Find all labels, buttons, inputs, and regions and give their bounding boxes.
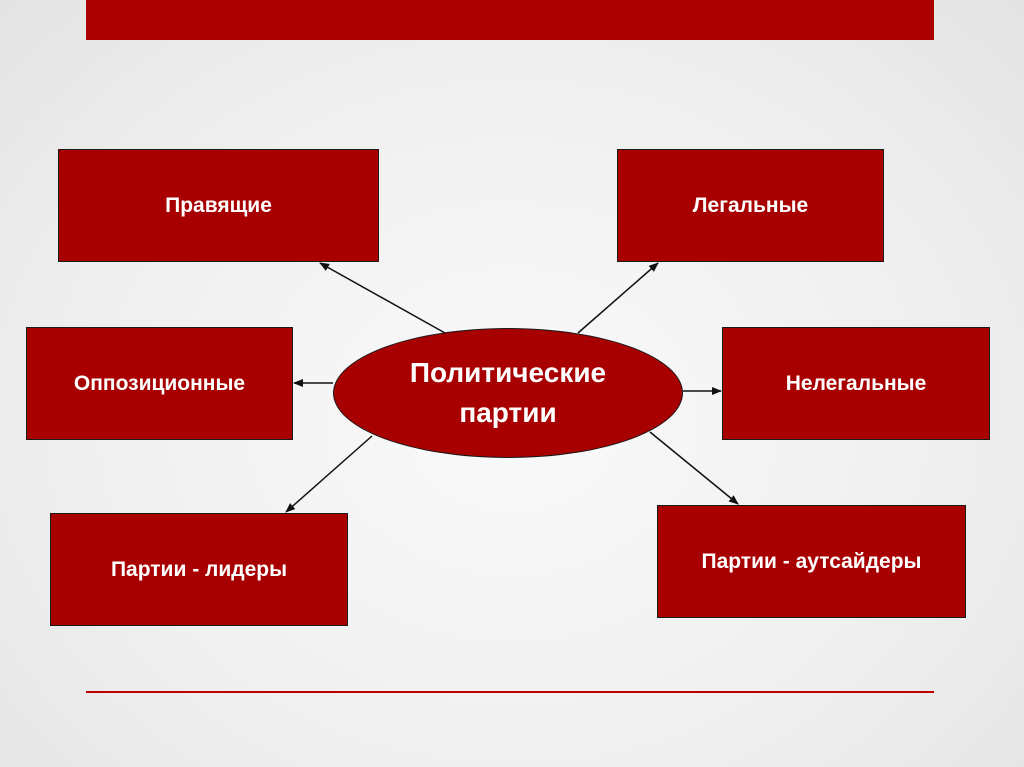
center-title-line1: Политические bbox=[409, 357, 607, 388]
node-legal: Легальные bbox=[617, 149, 884, 262]
node-ruling-label: Правящие bbox=[165, 193, 272, 217]
node-outsiders: Партии - аутсайдеры bbox=[657, 505, 966, 618]
node-illegal-label: Нелегальные bbox=[785, 371, 927, 395]
arrow-to-outsiders bbox=[649, 431, 739, 505]
node-opposition: Оппозиционные bbox=[26, 327, 293, 440]
node-legal-label: Легальные bbox=[692, 193, 809, 217]
node-opposition-label: Оппозиционные bbox=[73, 371, 246, 395]
arrow-to-leaders bbox=[285, 435, 373, 513]
node-outsiders-label: Партии - аутсайдеры bbox=[701, 549, 922, 573]
bottom-divider-line bbox=[86, 691, 934, 693]
node-leaders: Партии - лидеры bbox=[50, 513, 348, 626]
node-leaders-label: Партии - лидеры bbox=[110, 557, 288, 581]
center-title-line2: партии bbox=[459, 397, 557, 428]
node-illegal: Нелегальные bbox=[722, 327, 990, 440]
arrow-to-legal bbox=[577, 262, 659, 334]
top-banner-bar bbox=[86, 0, 934, 40]
arrow-to-ruling bbox=[319, 262, 446, 334]
center-node-political-parties: Политические партии bbox=[333, 328, 683, 458]
node-ruling: Правящие bbox=[58, 149, 379, 262]
